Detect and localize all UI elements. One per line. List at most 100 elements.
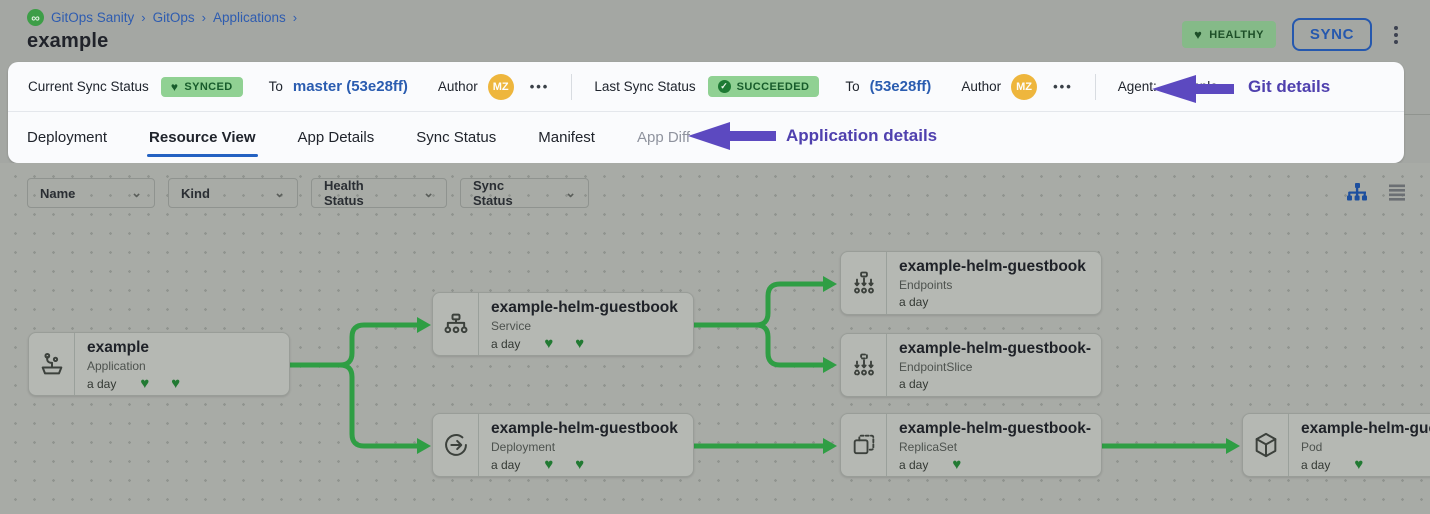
endpointslice-icon	[841, 334, 887, 396]
tab-manifest[interactable]: Manifest	[538, 128, 595, 146]
health-heart-icon: ♥	[1354, 456, 1364, 473]
health-heart-icon: ♥	[544, 335, 554, 352]
breadcrumb-separator-icon: ›	[201, 10, 206, 25]
node-title: example-helm-guestbook-74...	[1301, 420, 1430, 437]
kind-filter-dropdown[interactable]: Kind ⌄	[168, 178, 298, 208]
tab-app-details[interactable]: App Details	[297, 128, 375, 146]
sync-button[interactable]: SYNC	[1291, 18, 1372, 51]
node-title: example-helm-guestbook-ct...	[899, 340, 1091, 357]
last-sync-status-label: Last Sync Status	[594, 79, 696, 94]
current-revision-link[interactable]: master (53e28ff)	[292, 78, 408, 95]
tab-resource-view[interactable]: Resource View	[147, 112, 258, 162]
tab-deployment[interactable]: Deployment	[27, 128, 108, 146]
breadcrumb-applications[interactable]: Applications	[212, 10, 286, 25]
resource-tree-canvas[interactable]: Name ⌄ Kind ⌄ Health Status ⌄ Sync Statu…	[0, 163, 1430, 514]
filter-bar: Name ⌄ Kind ⌄ Health Status ⌄ Sync Statu…	[27, 178, 589, 208]
node-age: a day	[1301, 457, 1331, 472]
breadcrumb-separator-icon: ›	[292, 10, 298, 25]
deployment-icon	[433, 414, 479, 476]
list-view-icon[interactable]	[1386, 181, 1408, 203]
node-kind: ReplicaSet	[899, 440, 958, 454]
tree-view-icon[interactable]	[1346, 181, 1368, 203]
sync-status-filter-dropdown[interactable]: Sync Status ⌄	[460, 178, 589, 208]
sync-status-filter-label: Sync Status	[473, 178, 513, 208]
node-age: a day	[899, 457, 929, 472]
breadcrumb: ∞ GitOps Sanity › GitOps › Applications …	[27, 9, 297, 26]
agent-value: example	[1166, 79, 1218, 94]
node-kind: Pod	[1301, 440, 1323, 454]
section-divider	[1094, 73, 1096, 100]
health-heart-icon: ♥	[575, 335, 585, 352]
node-kind: Application	[87, 359, 146, 373]
succeeded-badge-label: SUCCEEDED	[736, 80, 810, 93]
breadcrumb-gitops[interactable]: GitOps	[152, 10, 195, 25]
node-age: a day	[491, 457, 521, 472]
more-actions-icon[interactable]: •••	[529, 79, 550, 94]
application-icon	[29, 333, 75, 395]
health-heart-icon: ♥	[952, 456, 962, 473]
sync-status-bar: Current Sync Status ♥ SYNCED To master (…	[8, 62, 1404, 112]
chevron-down-icon: ⌄	[565, 185, 576, 201]
author-label: Author	[961, 79, 1002, 94]
succeeded-badge: ✓ SUCCEEDED	[707, 76, 820, 97]
health-badge-label: HEALTHY	[1209, 28, 1264, 41]
node-deployment-example-helm-guestbook[interactable]: example-helm-guestbook Deployment a day …	[432, 413, 694, 477]
node-kind: Endpoints	[899, 278, 953, 292]
application-details-annotation: Application details	[786, 126, 938, 145]
node-pod-example-helm-guestbook[interactable]: example-helm-guestbook-74... Pod a day ♥	[1242, 413, 1430, 477]
tab-app-diff[interactable]: App Diff	[636, 128, 691, 146]
node-title: example-helm-guestbook	[491, 299, 678, 316]
author-label: Author	[437, 79, 478, 94]
service-icon	[433, 293, 479, 355]
node-title: example-helm-guestbook-74...	[899, 420, 1091, 437]
chevron-down-icon: ⌄	[423, 185, 434, 201]
chevron-down-icon: ⌄	[131, 185, 142, 201]
app-status-card: Current Sync Status ♥ SYNCED To master (…	[8, 62, 1404, 163]
node-service-example-helm-guestbook[interactable]: example-helm-guestbook Service a day ♥ ♥	[432, 292, 694, 356]
endpoints-icon	[841, 252, 887, 314]
heart-icon: ♥	[1194, 27, 1203, 42]
author-avatar[interactable]: MZ	[487, 73, 514, 100]
breadcrumb-gitops-sanity[interactable]: GitOps Sanity	[51, 10, 135, 25]
health-heart-icon: ♥	[575, 456, 585, 473]
node-kind: Service	[491, 319, 532, 333]
last-revision-link[interactable]: (53e28ff)	[869, 78, 932, 95]
view-toggle	[1346, 181, 1408, 203]
health-status-filter-dropdown[interactable]: Health Status ⌄	[311, 178, 447, 208]
node-replicaset-example-helm-guestbook[interactable]: example-helm-guestbook-74... ReplicaSet …	[840, 413, 1102, 477]
section-divider	[571, 73, 573, 100]
author-avatar[interactable]: MZ	[1011, 73, 1038, 100]
agent-label: Agent:	[1117, 79, 1157, 94]
current-sync-status-label: Current Sync Status	[28, 79, 149, 94]
gitops-logo-icon: ∞	[27, 9, 44, 26]
name-filter-dropdown[interactable]: Name ⌄	[27, 178, 155, 208]
health-heart-icon: ♥	[171, 375, 181, 392]
tab-sync-status[interactable]: Sync Status	[416, 128, 497, 146]
node-title: example	[87, 339, 150, 356]
node-age: a day	[899, 377, 929, 391]
chevron-down-icon: ⌄	[274, 185, 285, 201]
synced-badge-label: SYNCED	[184, 80, 233, 93]
health-status-badge: ♥ HEALTHY	[1182, 21, 1276, 48]
node-kind: EndpointSlice	[899, 360, 973, 374]
git-details-annotation: Git details	[1248, 77, 1331, 96]
node-title: example-helm-guestbook	[491, 420, 678, 437]
pod-icon	[1243, 414, 1289, 476]
more-actions-icon[interactable]: •••	[1053, 79, 1073, 94]
check-circle-icon: ✓	[717, 80, 731, 93]
node-endpoints-example-helm-guestbook[interactable]: example-helm-guestbook Endpoints a day	[840, 251, 1102, 315]
heart-icon: ♥	[170, 79, 179, 94]
to-label: To	[268, 79, 283, 94]
page-header: ∞ GitOps Sanity › GitOps › Applications …	[0, 0, 1430, 62]
kind-filter-label: Kind	[181, 185, 210, 201]
divider	[1404, 114, 1430, 115]
node-application-example[interactable]: example Application a day ♥ ♥	[28, 332, 290, 396]
kebab-menu-icon[interactable]	[1388, 22, 1404, 48]
node-age: a day	[87, 376, 117, 391]
node-kind: Deployment	[491, 440, 556, 454]
node-endpointslice-example-helm-guestbook[interactable]: example-helm-guestbook-ct... EndpointSli…	[840, 333, 1102, 397]
app-tabs: Deployment Resource View App Details Syn…	[8, 112, 1404, 162]
node-age: a day	[899, 295, 929, 309]
replicaset-icon	[841, 414, 887, 476]
page-title: example	[27, 30, 109, 52]
